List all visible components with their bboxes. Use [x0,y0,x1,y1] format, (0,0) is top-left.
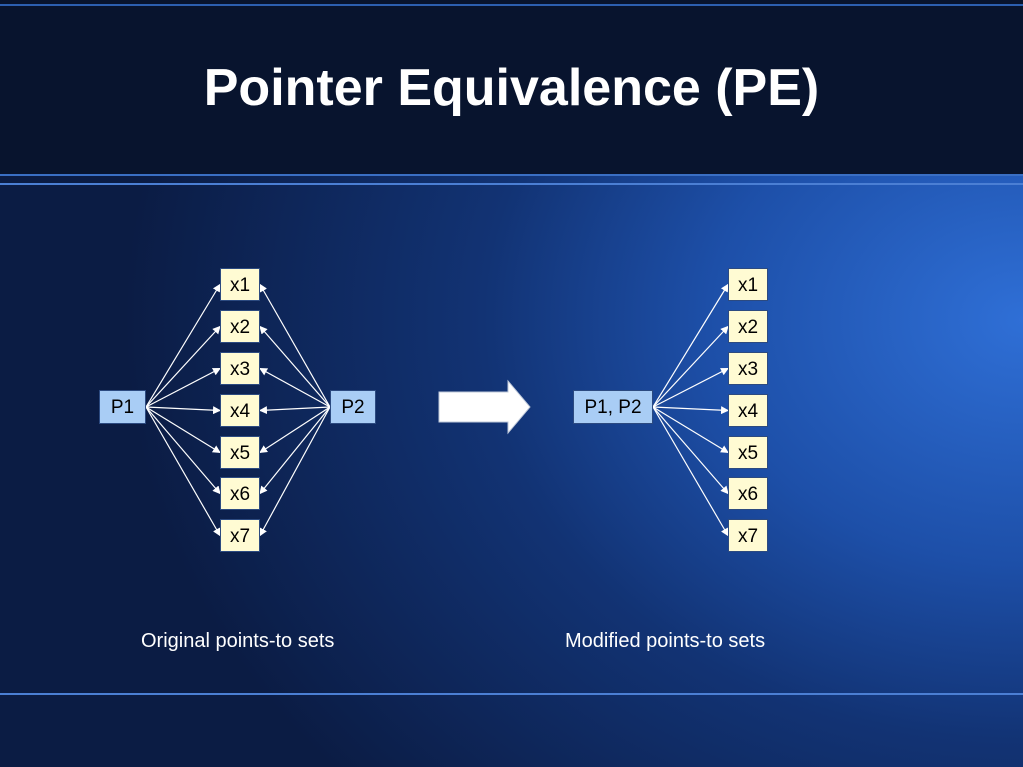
edge-p1p2-to-x6 [652,406,729,495]
left-target-node-x5: x5 [220,436,260,469]
transform-arrow [438,379,531,435]
slide-title: Pointer Equivalence (PE) [203,59,820,117]
pointer-node-p1-p2: P1, P2 [573,390,653,424]
edge-p2-to-x5 [259,406,331,454]
right-target-node-x6: x6 [728,477,768,510]
edge-p2-to-x1 [259,283,331,408]
edge-p1-to-x6 [145,406,221,495]
left-target-node-x4: x4 [220,394,260,427]
divider-line-top [0,183,1023,185]
right-target-node-x2: x2 [728,310,768,343]
right-target-node-x5: x5 [728,436,768,469]
divider-line-bottom [0,693,1023,695]
edge-p1-to-x5 [145,406,221,454]
edge-p1-to-x1 [145,283,221,408]
edge-p1-to-x7 [145,406,221,537]
pointer-node-p2: P2 [330,390,376,424]
edge-p1p2-to-x3 [652,367,729,408]
edge-p1p2-to-x5 [652,406,729,454]
right-target-node-x4: x4 [728,394,768,427]
edge-p1p2-to-x4 [652,406,729,415]
left-target-node-x6: x6 [220,477,260,510]
edge-p1-to-x4 [145,406,221,415]
left-target-node-x3: x3 [220,352,260,385]
edge-p1p2-to-x2 [652,325,729,408]
right-target-node-x7: x7 [728,519,768,552]
left-target-node-x2: x2 [220,310,260,343]
edge-p1-to-x2 [145,325,221,408]
left-target-node-x1: x1 [220,268,260,301]
edge-p2-to-x6 [259,406,331,495]
right-target-node-x1: x1 [728,268,768,301]
edge-p2-to-x2 [259,325,331,408]
caption-modified: Modified points-to sets [565,630,766,652]
title-bar: Pointer Equivalence (PE) [0,0,1023,176]
edge-p1p2-to-x1 [652,283,729,408]
right-target-node-x3: x3 [728,352,768,385]
caption-original: Original points-to sets [141,630,335,652]
edge-p2-to-x3 [259,367,331,408]
edge-p1p2-to-x7 [652,406,729,537]
edge-p2-to-x7 [259,406,331,537]
pointer-node-p1: P1 [99,390,146,424]
edge-p1-to-x3 [145,367,221,408]
edge-p2-to-x4 [259,406,331,415]
left-target-node-x7: x7 [220,519,260,552]
